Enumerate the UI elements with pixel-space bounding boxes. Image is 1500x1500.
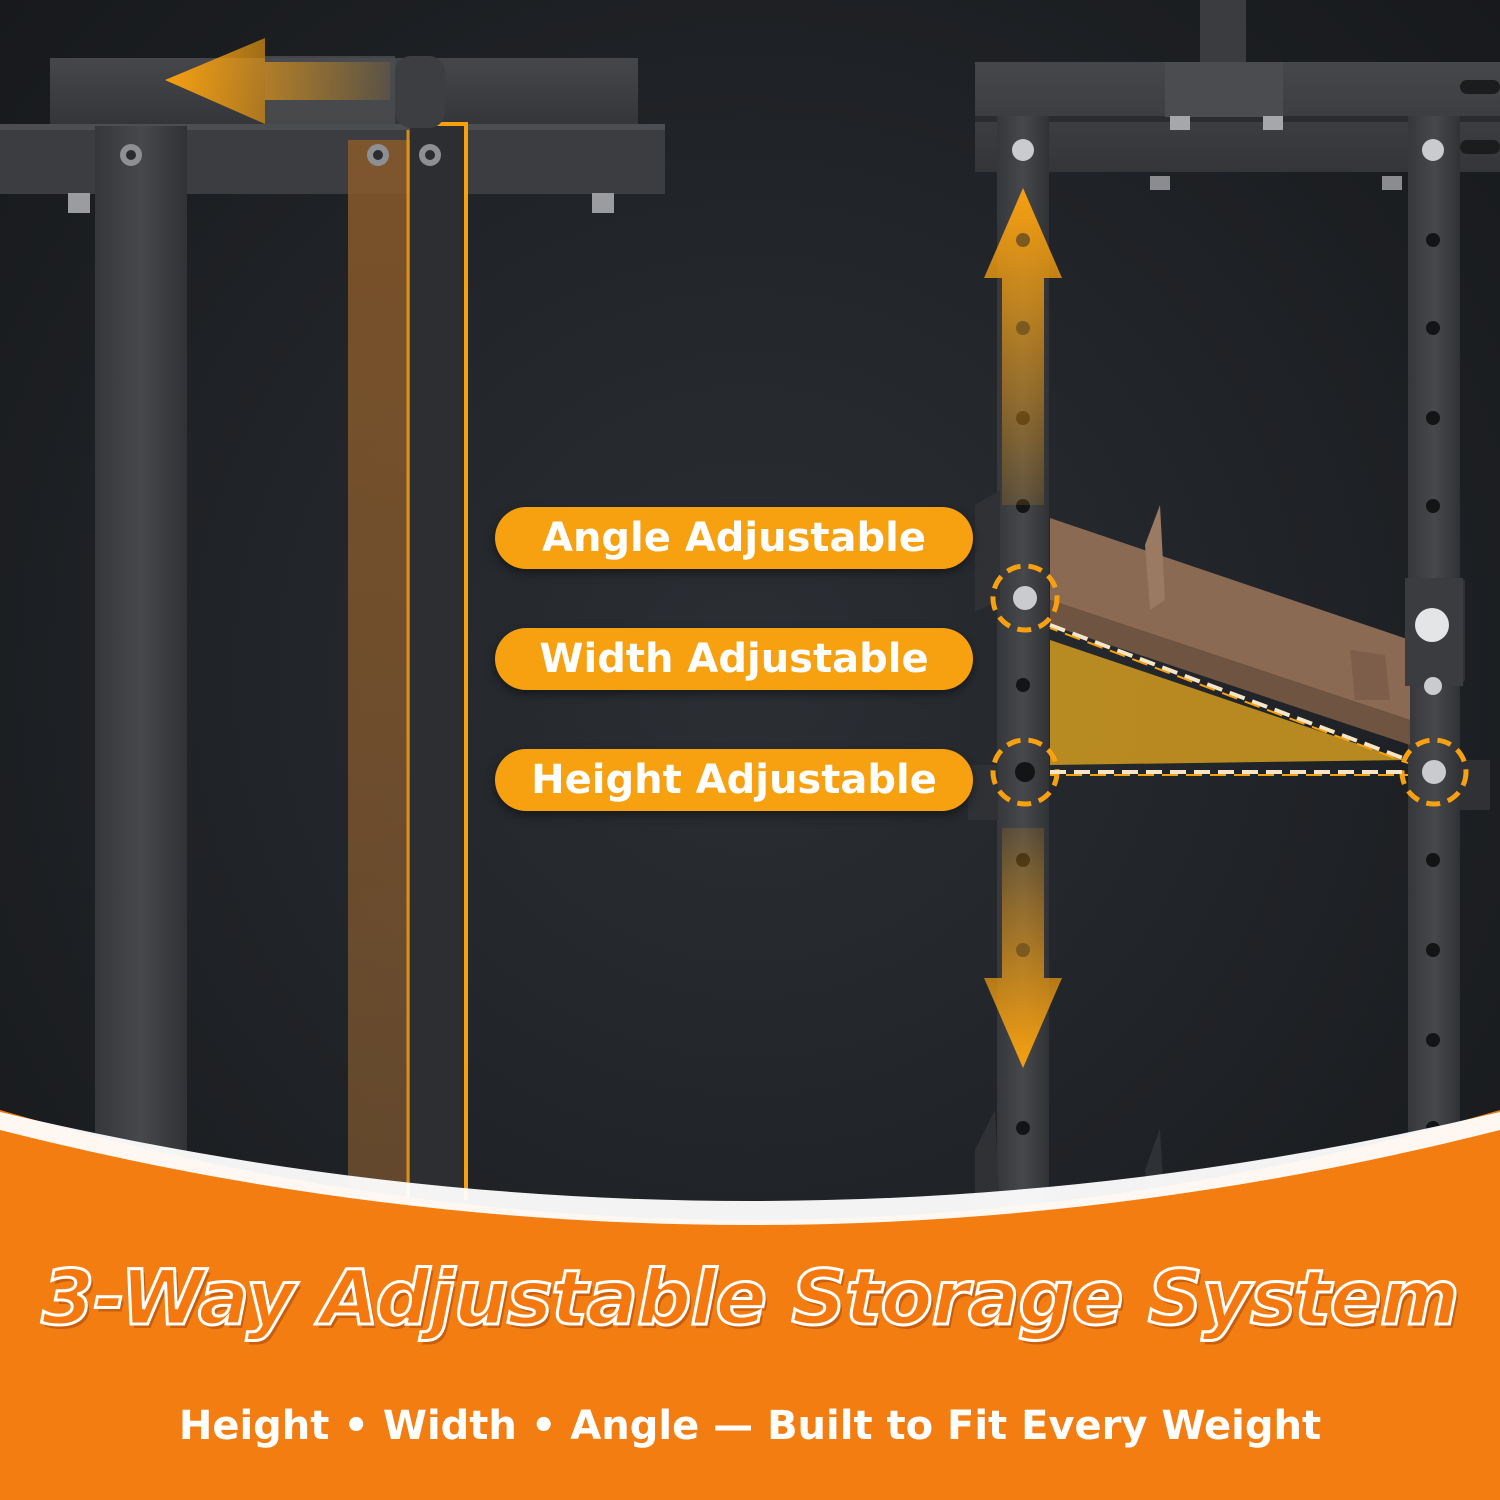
left-rack — [0, 38, 665, 1206]
support-bracket — [1050, 640, 1405, 765]
arrow-up-icon — [984, 188, 1062, 505]
callout-angle: Angle Adjustable — [495, 507, 973, 569]
storage-tray — [1050, 518, 1410, 720]
callout-width: Width Adjustable — [495, 628, 973, 690]
headline: 3-Way Adjustable Storage System — [40, 1252, 1461, 1344]
arrow-left-icon — [165, 38, 390, 124]
callout-height: Height Adjustable — [495, 749, 973, 811]
tagline: Height • Width • Angle — Built to Fit Ev… — [178, 1403, 1322, 1449]
right-rack — [968, 0, 1500, 1216]
ghost-upright — [348, 140, 410, 1200]
